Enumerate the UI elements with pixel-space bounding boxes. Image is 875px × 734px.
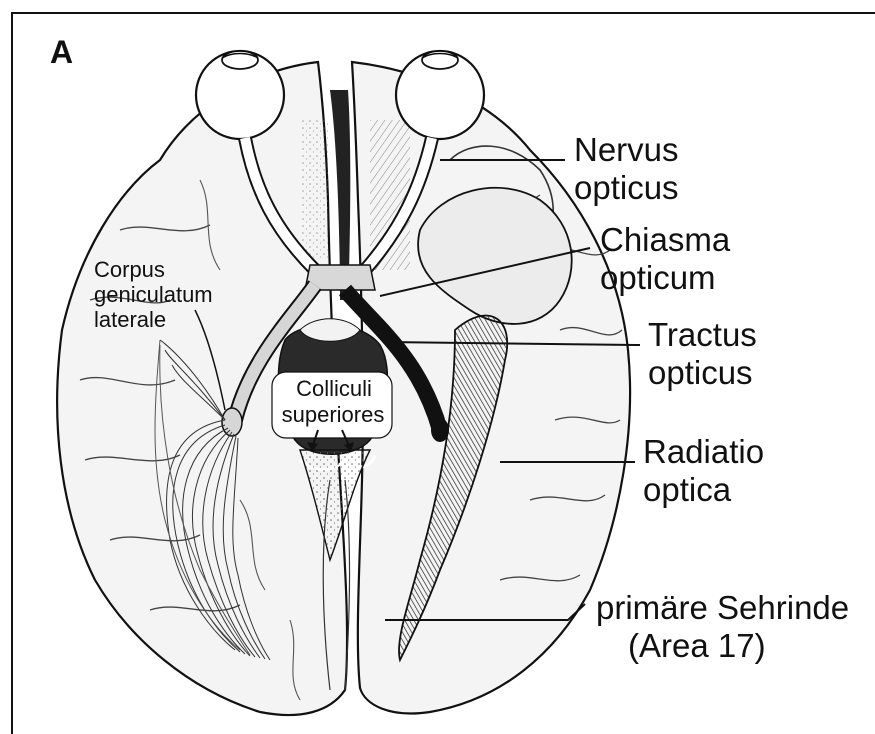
label-chiasma-opticum-line2: opticum — [600, 261, 716, 294]
panel-letter: A — [50, 36, 73, 68]
label-primaere-sehrinde-line1: primäre Sehrinde — [596, 591, 849, 624]
label-tractus-opticus-line1: Tractus — [648, 318, 757, 351]
lgn-left — [222, 408, 242, 436]
label-colliculi-line2: superiores — [278, 404, 388, 426]
label-primaere-sehrinde-line2: (Area 17) — [628, 629, 766, 662]
label-chiasma-opticum-line1: Chiasma — [600, 223, 730, 256]
label-corpus-geniculatum-line1: Corpus — [94, 259, 165, 281]
label-radiatio-optica-line1: Radiatio — [643, 435, 764, 468]
label-nervus-opticus-line1: Nervus — [574, 133, 679, 166]
right-eye-icon — [396, 51, 484, 139]
left-eye-icon — [196, 51, 284, 139]
label-corpus-geniculatum-line3: laterale — [94, 309, 166, 331]
label-tractus-opticus-line2: opticus — [648, 356, 753, 389]
label-colliculi-line1: Colliculi — [284, 378, 384, 400]
label-nervus-opticus-line2: opticus — [574, 171, 679, 204]
label-radiatio-optica-line2: optica — [643, 473, 731, 506]
label-corpus-geniculatum-line2: geniculatum — [94, 284, 213, 306]
